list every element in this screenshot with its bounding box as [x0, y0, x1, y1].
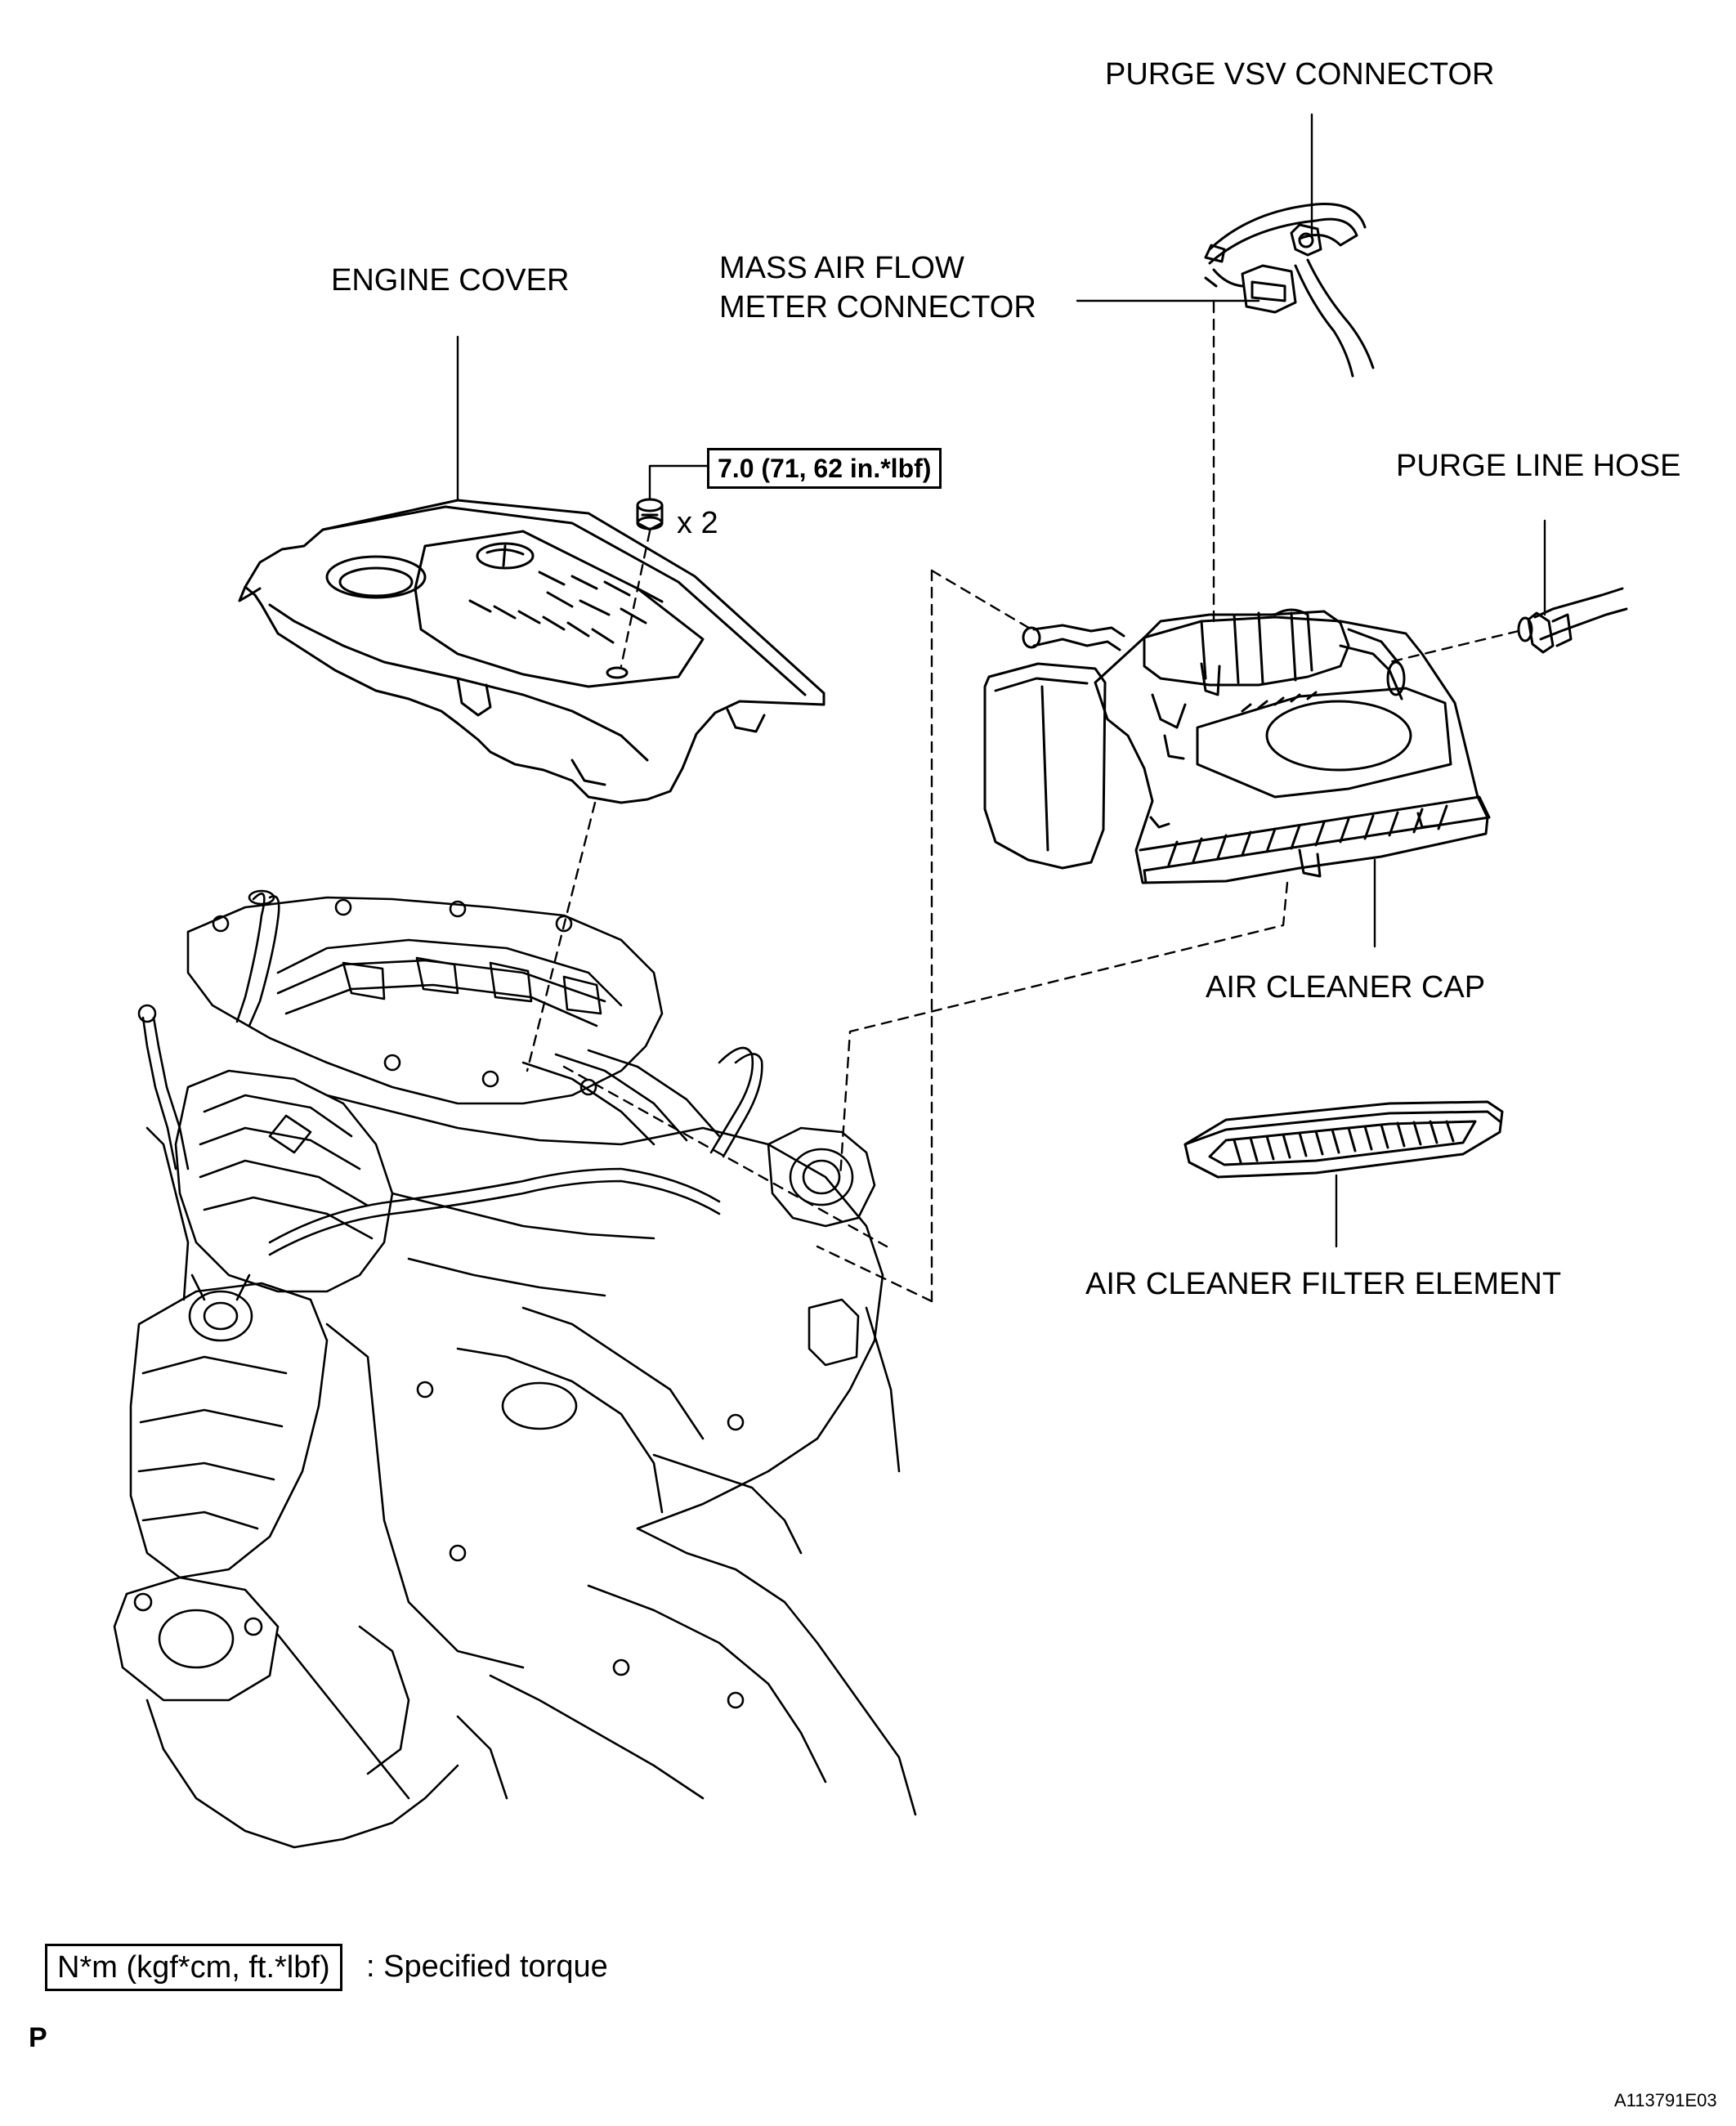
legend-description: : Specified torque — [366, 1949, 608, 1984]
label-purge-line-hose: PURGE LINE HOSE — [1396, 449, 1681, 483]
purge-line-hose-drawing — [1517, 587, 1628, 654]
label-purge-vsv-connector: PURGE VSV CONNECTOR — [1105, 57, 1495, 92]
engine-block-drawing — [113, 889, 917, 1849]
figure-code: A113791E03 — [1614, 2090, 1717, 2110]
label-mass-air-flow-line1: MASS AIR FLOW — [719, 251, 964, 285]
footer-left-mark: P — [29, 2022, 47, 2053]
nut-drawing — [636, 498, 664, 531]
installation-dashed-lines — [526, 301, 1520, 1303]
torque-spec-box: 7.0 (71, 62 in.*lbf) — [707, 448, 942, 489]
air-cleaner-cap-drawing — [983, 608, 1491, 884]
engine-cover-drawing — [238, 499, 825, 804]
leader-lines — [456, 113, 1546, 1248]
filter-element-drawing — [1183, 1100, 1504, 1179]
connector-assembly-drawing — [1204, 203, 1375, 378]
label-air-cleaner-filter-element: AIR CLEANER FILTER ELEMENT — [1085, 1267, 1562, 1301]
legend-torque-box: N*m (kgf*cm, ft.*lbf) — [45, 1944, 342, 1991]
label-engine-cover: ENGINE COVER — [331, 263, 570, 298]
label-mass-air-flow-line2: METER CONNECTOR — [719, 290, 1036, 324]
label-air-cleaner-cap: AIR CLEANER CAP — [1206, 970, 1486, 1005]
label-nut-quantity: x 2 — [677, 506, 718, 540]
